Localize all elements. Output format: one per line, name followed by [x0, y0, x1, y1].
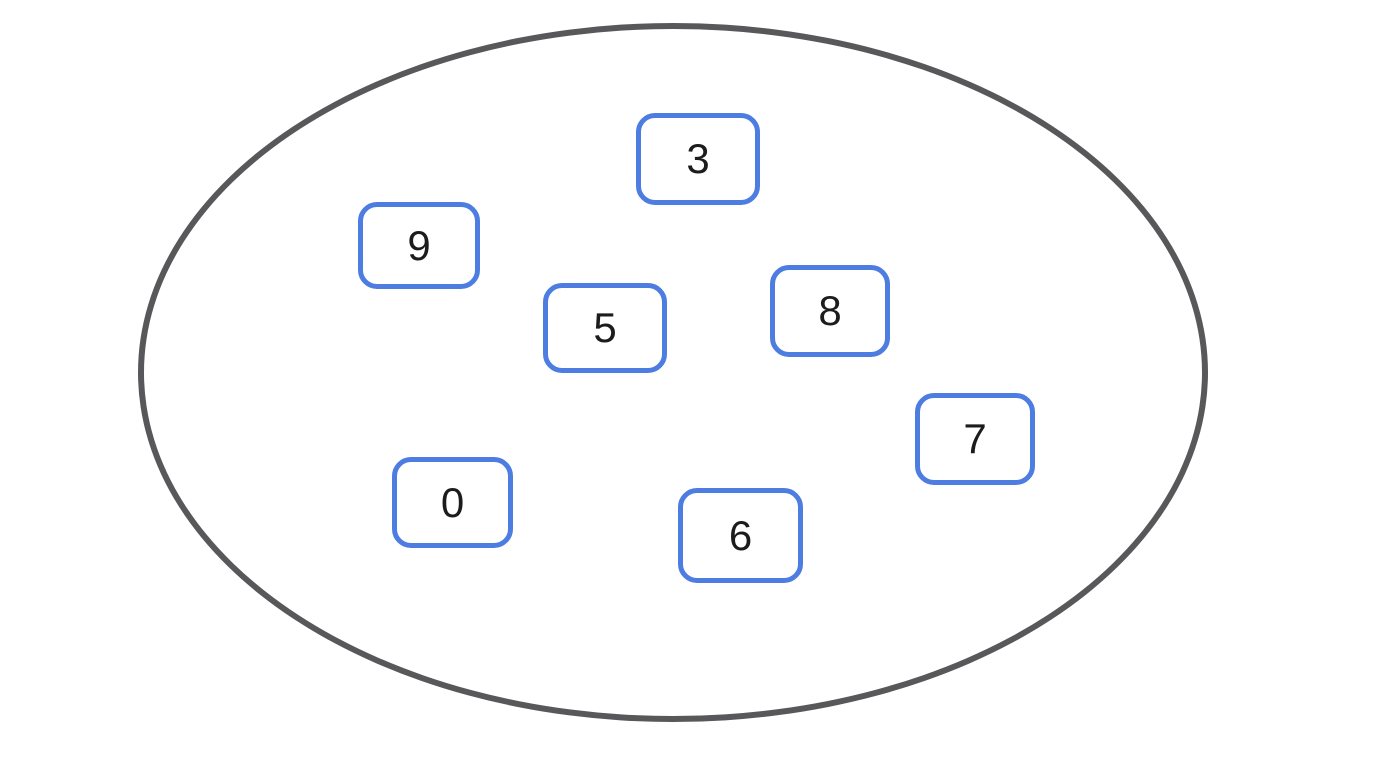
number-tile-8[interactable]: 8 — [770, 265, 890, 357]
number-tile-6-label: 6 — [728, 511, 753, 559]
number-tile-7-label: 7 — [963, 415, 987, 462]
number-tile-5-label: 5 — [593, 304, 617, 351]
number-tile-3-label: 3 — [686, 135, 710, 182]
number-tile-3[interactable]: 3 — [636, 113, 760, 205]
number-tile-9-label: 9 — [407, 221, 431, 269]
number-tile-5[interactable]: 5 — [543, 283, 667, 373]
number-tile-0[interactable]: 0 — [392, 457, 513, 548]
number-tile-0-label: 0 — [440, 478, 465, 526]
number-tile-9[interactable]: 9 — [358, 202, 480, 289]
set-ellipse-outline — [138, 23, 1208, 722]
number-tile-7[interactable]: 7 — [915, 393, 1035, 485]
number-tile-8-label: 8 — [818, 287, 842, 334]
number-tile-6[interactable]: 6 — [678, 488, 803, 583]
